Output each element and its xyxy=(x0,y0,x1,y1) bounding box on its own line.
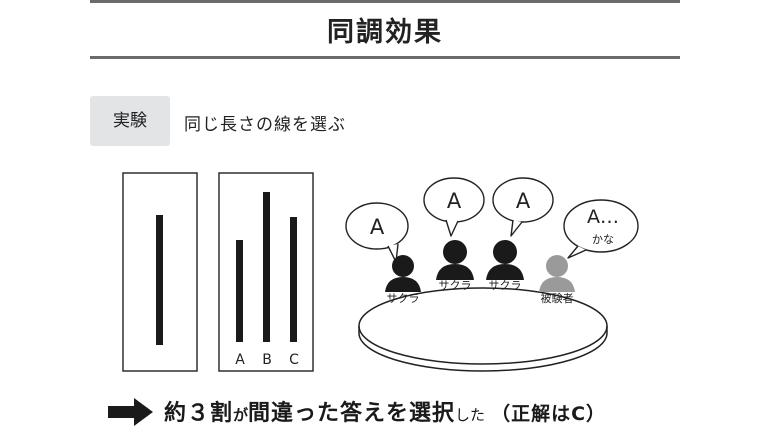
speech-bubble-1: A xyxy=(345,202,409,263)
line-a-label: A xyxy=(235,352,245,368)
bubble-answer-1: A xyxy=(370,215,385,239)
subject-label: 被験者 xyxy=(541,291,574,305)
speech-bubble-3: A xyxy=(492,177,554,237)
subject-answer: A… xyxy=(587,206,619,228)
page-title: 同調効果 xyxy=(327,17,443,48)
line-c-label: C xyxy=(289,352,299,368)
sakura-label-3: サクラ xyxy=(489,279,522,292)
line-c xyxy=(290,217,297,342)
line-a xyxy=(236,240,243,342)
sakura-person-1 xyxy=(385,255,421,292)
sakura-label-1: サクラ xyxy=(387,292,420,305)
result-action: 間違った答えを選択 xyxy=(248,401,456,426)
sakura-person-3 xyxy=(486,240,524,280)
standard-line xyxy=(156,215,163,345)
experiment-description: 同じ長さの線を選ぶ xyxy=(184,115,346,135)
title-bottom-rule xyxy=(90,56,680,59)
speech-bubble-subject: A… かな xyxy=(563,199,639,259)
sakura-person-2 xyxy=(436,240,474,280)
table-edge xyxy=(358,326,608,372)
line-b-label: B xyxy=(262,352,272,368)
experiment-tag: 実験 xyxy=(90,96,170,146)
subject-hesitation: かな xyxy=(592,233,614,246)
bubble-answer-3: A xyxy=(516,189,531,213)
sakura-label-2: サクラ xyxy=(439,279,472,292)
right-arrow-icon xyxy=(108,398,153,426)
speech-bubble-2: A xyxy=(423,177,485,237)
subject-person xyxy=(539,255,575,292)
result-statement: 約３割 が 間違った答えを選択 した （正解はC） xyxy=(108,395,606,429)
title-top-rule xyxy=(90,0,680,3)
result-particle: が xyxy=(233,406,249,424)
result-ratio: 約３割 xyxy=(164,401,234,426)
bubble-answer-2: A xyxy=(447,189,462,213)
result-ending: した xyxy=(455,406,486,424)
line-b xyxy=(263,192,270,342)
correct-answer-note: （正解はC） xyxy=(491,403,607,425)
